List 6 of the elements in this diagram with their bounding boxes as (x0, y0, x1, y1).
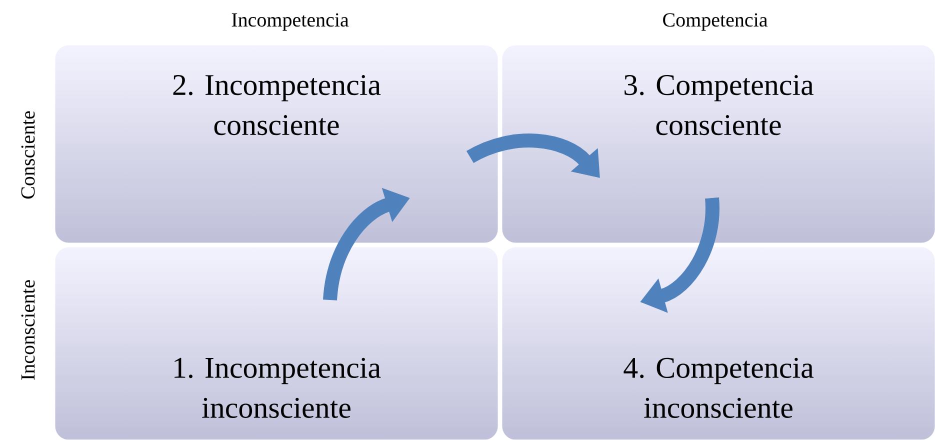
axis-label: Consciente (21, 111, 35, 199)
quadrant-box: 4. Competencia inconsciente (502, 246, 935, 440)
quadrant-box: 2. Incompetencia consciente (54, 44, 498, 244)
axis-label: Inconsciente (21, 280, 35, 380)
quadrant-box: 1. Incompetencia inconsciente (54, 246, 498, 440)
quadrant-box: 3. Competencia consciente (502, 44, 935, 244)
